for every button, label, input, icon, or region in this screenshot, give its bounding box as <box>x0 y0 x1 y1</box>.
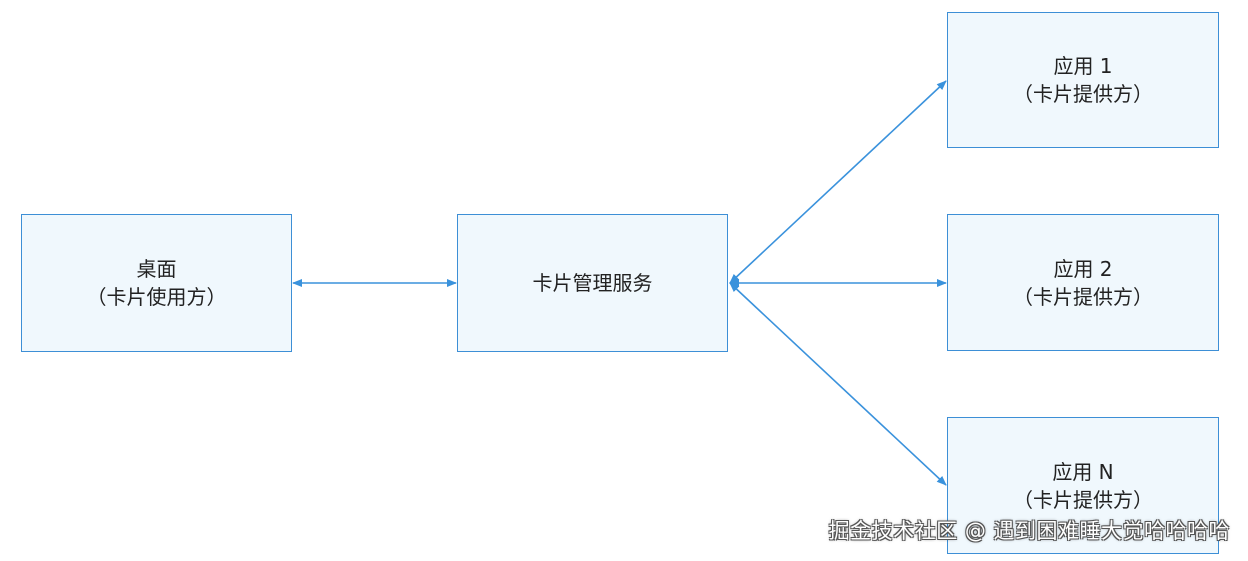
app-1-node-subtitle: （卡片提供方） <box>1013 82 1153 106</box>
edge-manager-appn <box>729 282 947 486</box>
desktop-node-subtitle: （卡片使用方） <box>86 285 227 309</box>
edge-manager-app1 <box>729 80 947 284</box>
app-n-node: 应用 N （卡片提供方） <box>947 417 1219 554</box>
card-manager-node: 卡片管理服务 <box>457 214 728 352</box>
app-1-node-title: 应用 1 <box>1053 54 1113 78</box>
watermark: 掘金技术社区 @ 遇到困难睡大觉哈哈哈哈 <box>828 519 1230 543</box>
app-1-node: 应用 1 （卡片提供方） <box>947 12 1219 148</box>
desktop-node-title: 桌面 <box>136 257 177 281</box>
app-2-node-subtitle: （卡片提供方） <box>1013 284 1153 309</box>
app-2-node: 应用 2 （卡片提供方） <box>947 214 1219 351</box>
app-n-node-subtitle: （卡片提供方） <box>1013 487 1153 512</box>
app-2-node-title: 应用 2 <box>1053 256 1113 281</box>
app-n-node-title: 应用 N <box>1052 459 1114 484</box>
desktop-node: 桌面 （卡片使用方） <box>21 214 292 352</box>
card-manager-node-title: 卡片管理服务 <box>532 271 653 295</box>
